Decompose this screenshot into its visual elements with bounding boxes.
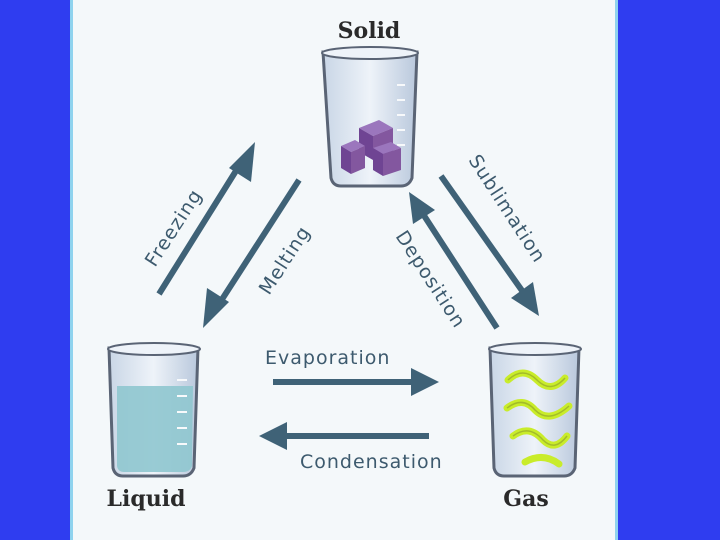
states-of-matter-diagram: Solid Liquid Gas Freezing Melting Sublim… <box>107 18 582 512</box>
gas-beaker <box>488 342 582 478</box>
condensation-label: Condensation <box>300 451 443 473</box>
freezing-arrow <box>156 142 255 296</box>
deposition-label: Deposition <box>391 227 470 333</box>
sublimation-arrow <box>438 174 539 316</box>
solid-label: Solid <box>338 18 401 44</box>
sublimation-label: Sublimation <box>464 151 550 267</box>
diagram-panel: Solid Liquid Gas Freezing Melting Sublim… <box>70 0 618 540</box>
evaporation-label: Evaporation <box>265 347 390 369</box>
gas-label: Gas <box>503 486 548 512</box>
solid-beaker <box>321 46 419 188</box>
melting-arrow <box>203 178 302 328</box>
evaporation-arrow <box>273 368 439 396</box>
condensation-arrow <box>259 422 429 450</box>
liquid-label: Liquid <box>107 486 186 512</box>
ice-cubes <box>341 120 401 176</box>
liquid-beaker <box>107 342 201 478</box>
deposition-arrow <box>409 192 500 330</box>
